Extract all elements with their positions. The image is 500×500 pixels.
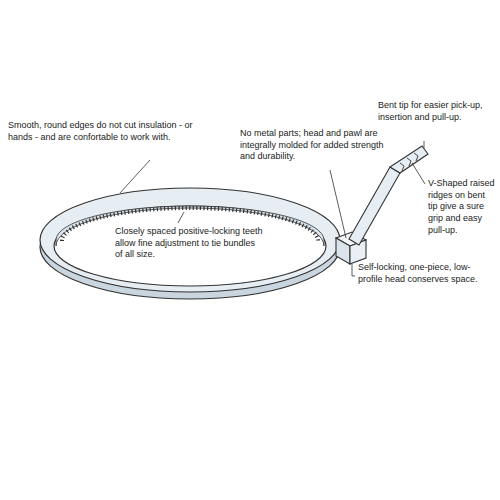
leader-line <box>330 170 346 238</box>
callout-text: Self-locking, one-piece, low-profile hea… <box>358 262 494 285</box>
callout-text: Closely spaced positive-locking teeth al… <box>115 226 265 261</box>
strap-face <box>40 188 340 292</box>
strap-tail <box>349 167 400 245</box>
leader-line <box>120 160 150 193</box>
callout-text: Bent tip for easier pick-up, insertion a… <box>378 100 496 123</box>
head-side <box>336 238 350 264</box>
leader-line <box>412 163 425 184</box>
callout-text: Smooth, round edges do not cut insulatio… <box>8 120 198 143</box>
leader-line <box>424 141 425 148</box>
callout-text: V-Shaped raised ridges on bent tip give … <box>428 178 496 236</box>
bent-tip <box>390 146 428 173</box>
callout-text: No metal parts; head and pawl are integr… <box>240 128 390 163</box>
leader-line <box>178 212 184 223</box>
strap-inner <box>54 206 326 286</box>
locking-teeth <box>62 208 318 241</box>
leader-line <box>352 264 355 276</box>
